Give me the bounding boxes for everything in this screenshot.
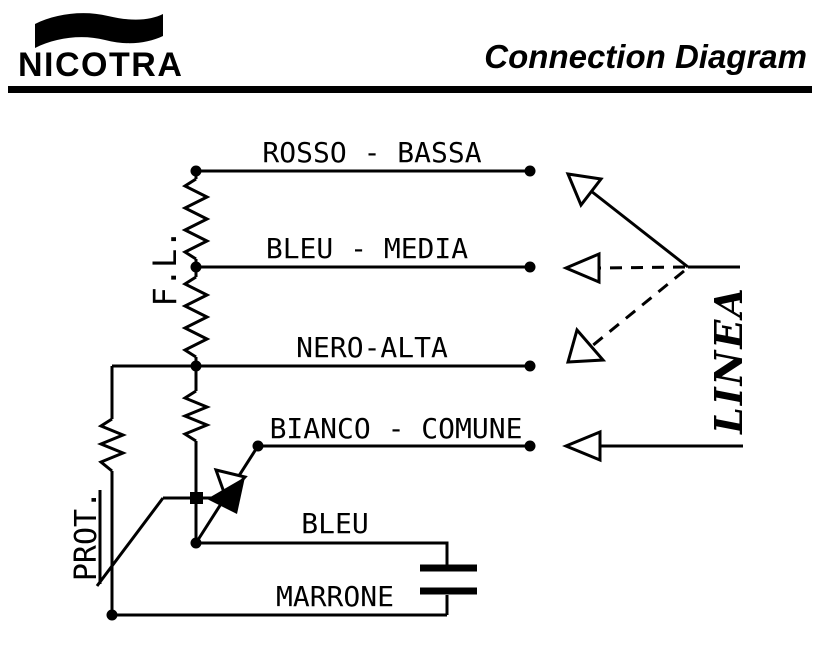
wire-bleu: BLEU xyxy=(190,507,449,565)
wire-bianco-comune: BIANCO - COMUNE xyxy=(252,412,536,452)
inductor-chain: F.L. xyxy=(146,171,211,543)
arrow-media xyxy=(562,251,601,285)
resistor-coil-2 xyxy=(181,275,211,359)
nicotra-logo: NICOTRA xyxy=(18,10,218,84)
resistor-coil-1 xyxy=(181,177,211,261)
wire-bleu-media: BLEU - MEDIA xyxy=(190,232,536,273)
arrow-alta xyxy=(565,326,607,364)
junction-square xyxy=(190,492,203,504)
page-title: Connection Diagram xyxy=(484,38,807,75)
protector-branch: PROT. xyxy=(69,366,127,615)
linea-label: LINEA xyxy=(706,286,751,435)
flag-icon xyxy=(35,13,163,49)
linea-arrows: LINEA xyxy=(562,172,751,463)
selector-contact xyxy=(95,445,260,587)
protector-element xyxy=(97,417,127,473)
wire-nero-label: NERO-ALTA xyxy=(296,331,448,364)
arrow-bassa xyxy=(565,172,604,208)
arrow-comune xyxy=(562,429,602,463)
wire-bianco-label: BIANCO - COMUNE xyxy=(270,412,523,445)
wiper-filled-arrow xyxy=(207,477,245,514)
wire-bleu-media-label: BLEU - MEDIA xyxy=(266,232,468,265)
wire-nero-alta: NERO-ALTA xyxy=(112,331,536,372)
wire-bleu-label: BLEU xyxy=(301,507,368,540)
wire-rosso-label: ROSSO - BASSA xyxy=(262,136,481,169)
capacitor xyxy=(420,564,477,615)
protector-lever xyxy=(95,497,165,587)
wire-marrone-label: MARRONE xyxy=(276,580,394,613)
protector-label: PROT. xyxy=(69,491,104,581)
header: NICOTRA Connection Diagram xyxy=(0,0,827,100)
wire-marrone: MARRONE xyxy=(106,580,447,621)
wire-rosso-bassa: ROSSO - BASSA xyxy=(190,136,536,177)
brand-text: NICOTRA xyxy=(18,46,184,84)
header-rule xyxy=(8,86,812,93)
inductor-label: F.L. xyxy=(146,229,184,306)
resistor-coil-3 xyxy=(181,389,211,443)
